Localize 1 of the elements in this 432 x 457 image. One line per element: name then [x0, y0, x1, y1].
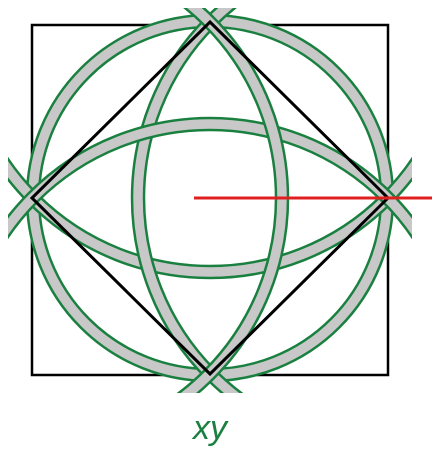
plane-label: xy: [190, 408, 230, 448]
